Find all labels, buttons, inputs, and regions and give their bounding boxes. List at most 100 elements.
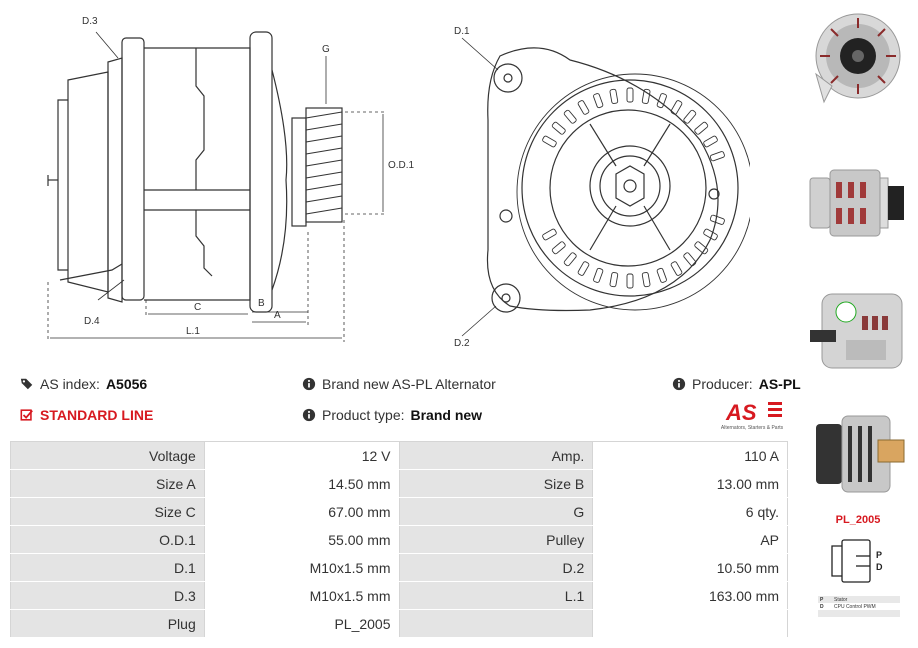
as-index-label: AS index: xyxy=(40,376,100,392)
plug-legend-desc: CPU Control PWM xyxy=(834,603,876,610)
cooling-slot xyxy=(626,87,634,103)
label-g: G xyxy=(322,44,330,55)
brand-row: Brand new AS-PL Alternator xyxy=(302,376,496,392)
spec-value: 163.00 mm xyxy=(592,581,788,610)
product-type-row: Product type: Brand new xyxy=(302,407,482,423)
product-photo-side[interactable] xyxy=(806,148,910,252)
plug-legend-row: D CPU Control PWM xyxy=(818,603,900,610)
spec-label: Size A xyxy=(10,469,205,498)
cooling-slot xyxy=(641,272,651,288)
side-view-drawing: D.3 D.4 G O.D.1 C B A L.1 xyxy=(47,16,415,342)
spec-value: 12 V xyxy=(203,441,400,470)
cooling-slot xyxy=(641,88,651,104)
spec-value: AP xyxy=(592,525,788,554)
spec-label: Size C xyxy=(10,497,205,526)
plug-legend-row xyxy=(818,617,900,624)
label-c: C xyxy=(194,302,201,313)
cooling-slot xyxy=(551,121,566,135)
spec-value: 6 qty. xyxy=(592,497,788,526)
producer-label: Producer: xyxy=(692,376,753,392)
cooling-slot xyxy=(703,135,718,148)
cooling-slot xyxy=(709,214,725,225)
plug-legend-code: P xyxy=(818,596,832,603)
spec-label: Size B xyxy=(399,469,593,498)
plug-legend-code xyxy=(818,617,832,624)
spec-value: 13.00 mm xyxy=(592,469,788,498)
cooling-slot xyxy=(551,241,566,255)
logo-tagline: Alternators, Starters & Parts xyxy=(721,425,784,431)
spec-label: Plug xyxy=(10,609,205,638)
spec-value: M10x1.5 mm xyxy=(203,581,400,610)
as-pl-logo: AS Alternators, Starters & Parts xyxy=(721,400,784,431)
plug-legend-row xyxy=(818,610,900,617)
info-icon xyxy=(672,377,686,391)
product-photo-rear[interactable] xyxy=(806,276,910,380)
spec-value: 110 A xyxy=(592,441,788,470)
cooling-slot xyxy=(609,88,619,104)
product-type-value: Brand new xyxy=(410,407,483,423)
spec-value: 67.00 mm xyxy=(203,497,400,526)
cooling-slot xyxy=(542,228,557,241)
cooling-slot xyxy=(670,261,683,276)
cooling-slot xyxy=(683,109,697,124)
cooling-slot xyxy=(563,252,577,267)
label-d2: D.2 xyxy=(454,338,470,349)
standard-line-row: STANDARD LINE xyxy=(20,407,153,423)
plug-pin-p: P xyxy=(876,550,882,560)
spec-label: Amp. xyxy=(399,441,593,470)
cooling-slot xyxy=(577,100,590,115)
plug-legend-code xyxy=(818,610,832,617)
front-view-drawing: D.1 D.2 xyxy=(454,26,750,349)
spec-value: 10.50 mm xyxy=(592,553,788,582)
spec-value xyxy=(592,609,788,638)
cooling-slot xyxy=(656,267,667,283)
spec-label: G xyxy=(399,497,593,526)
plug-legend-desc: Stator xyxy=(832,596,900,603)
plug-legend-desc xyxy=(832,617,900,624)
cooling-slot xyxy=(577,261,590,276)
plug-legend-code: D xyxy=(820,603,824,610)
cooling-slot xyxy=(626,273,634,289)
cooling-slot xyxy=(656,93,667,109)
cooling-slot xyxy=(670,100,683,115)
spec-value: 55.00 mm xyxy=(203,525,400,554)
label-l1: L.1 xyxy=(186,326,200,337)
plug-pin-d: D xyxy=(876,562,883,572)
producer-value: AS-PL xyxy=(758,376,801,392)
as-index-value: A5056 xyxy=(105,376,148,392)
cooling-slot xyxy=(593,93,604,109)
label-b: B xyxy=(258,298,265,309)
label-d3: D.3 xyxy=(82,16,98,27)
plug-title: PL_2005 xyxy=(835,514,881,526)
spec-value: PL_2005 xyxy=(203,609,400,638)
as-index-row: AS index: A5056 xyxy=(20,376,147,392)
producer-row: Producer: AS-PL xyxy=(672,376,801,392)
label-d4: D.4 xyxy=(84,316,100,327)
cooling-slot xyxy=(609,272,619,288)
product-photo-front[interactable] xyxy=(806,4,910,108)
plug-diagram: P D xyxy=(831,539,883,583)
spec-label: O.D.1 xyxy=(10,525,205,554)
spec-label: Voltage xyxy=(10,441,205,470)
spec-label: D.1 xyxy=(10,553,205,582)
spec-label: D.3 xyxy=(10,581,205,610)
plug-legend-desc xyxy=(832,610,900,617)
product-photo-connector[interactable] xyxy=(806,400,910,504)
label-od1: O.D.1 xyxy=(388,160,415,171)
label-a: A xyxy=(274,310,281,321)
logo-mark: AS xyxy=(725,400,757,425)
cooling-slot xyxy=(703,228,718,241)
cooling-slot xyxy=(694,241,709,255)
cooling-slot xyxy=(683,252,697,267)
tags-icon xyxy=(20,378,33,390)
product-type-label: Product type: xyxy=(322,407,405,423)
standard-line-label: STANDARD LINE xyxy=(40,407,154,423)
spec-value: M10x1.5 mm xyxy=(203,553,400,582)
